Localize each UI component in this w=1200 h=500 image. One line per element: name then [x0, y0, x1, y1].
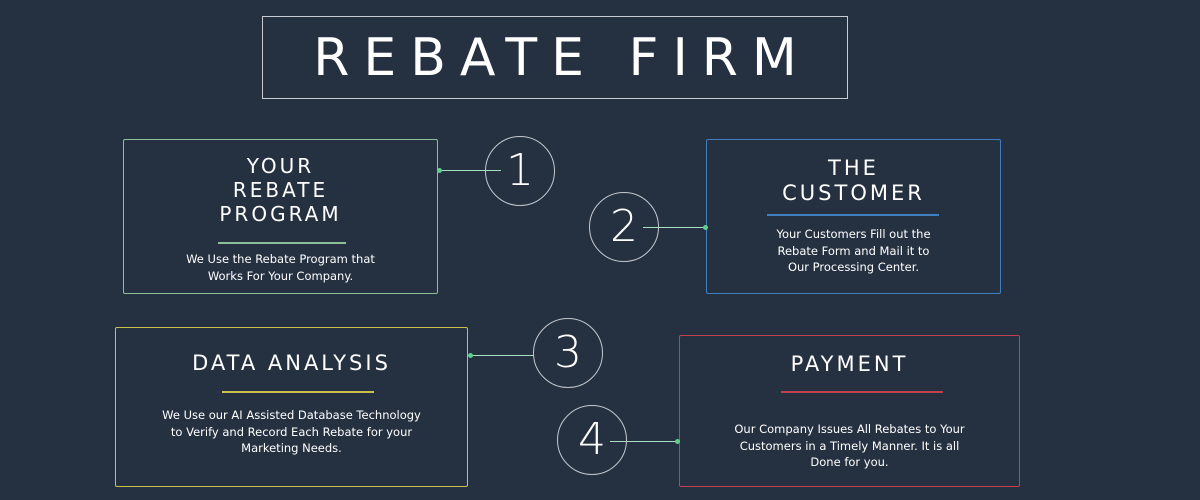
step-number: 1 — [506, 145, 534, 196]
heading-underline — [767, 214, 939, 216]
step-heading: YOUR REBATE PROGRAM — [219, 154, 342, 226]
step-description: We Use the Rebate Program that Works For… — [186, 252, 375, 283]
step-number: 2 — [610, 201, 638, 252]
step-heading: PAYMENT — [790, 352, 909, 376]
connector-dot-1 — [437, 168, 442, 173]
step-card-data-analysis: DATA ANALYSIS We Use our AI Assisted Dat… — [115, 327, 468, 487]
heading-underline — [781, 391, 943, 393]
step-number: 3 — [554, 327, 582, 378]
title-box: REBATE FIRM — [262, 16, 848, 99]
step-heading: DATA ANALYSIS — [192, 351, 391, 375]
step-number: 4 — [578, 414, 606, 465]
connector-dot-4 — [675, 439, 680, 444]
heading-underline — [218, 242, 346, 244]
heading-underline — [222, 391, 374, 393]
step-number-circle-2: 2 — [589, 192, 659, 262]
connector-line-3 — [470, 355, 534, 356]
step-card-payment: PAYMENT Our Company Issues All Rebates t… — [679, 335, 1020, 487]
connector-dot-3 — [468, 353, 473, 358]
step-description: Your Customers Fill out the Rebate Form … — [776, 227, 931, 275]
step-number-circle-3: 3 — [533, 318, 603, 388]
step-card-customer: THE CUSTOMER Your Customers Fill out the… — [706, 139, 1001, 294]
step-number-circle-1: 1 — [485, 136, 555, 206]
step-description: Our Company Issues All Rebates to Your C… — [734, 422, 965, 470]
page-title: REBATE FIRM — [313, 27, 811, 88]
step-heading: THE CUSTOMER — [782, 156, 925, 206]
step-description: We Use our AI Assisted Database Technolo… — [162, 408, 421, 456]
step-number-circle-4: 4 — [557, 405, 627, 475]
connector-line-1 — [439, 170, 501, 171]
step-card-rebate-program: YOUR REBATE PROGRAM We Use the Rebate Pr… — [123, 139, 438, 294]
connector-line-4 — [610, 441, 678, 442]
connector-line-2 — [643, 227, 706, 228]
connector-dot-2 — [703, 225, 708, 230]
